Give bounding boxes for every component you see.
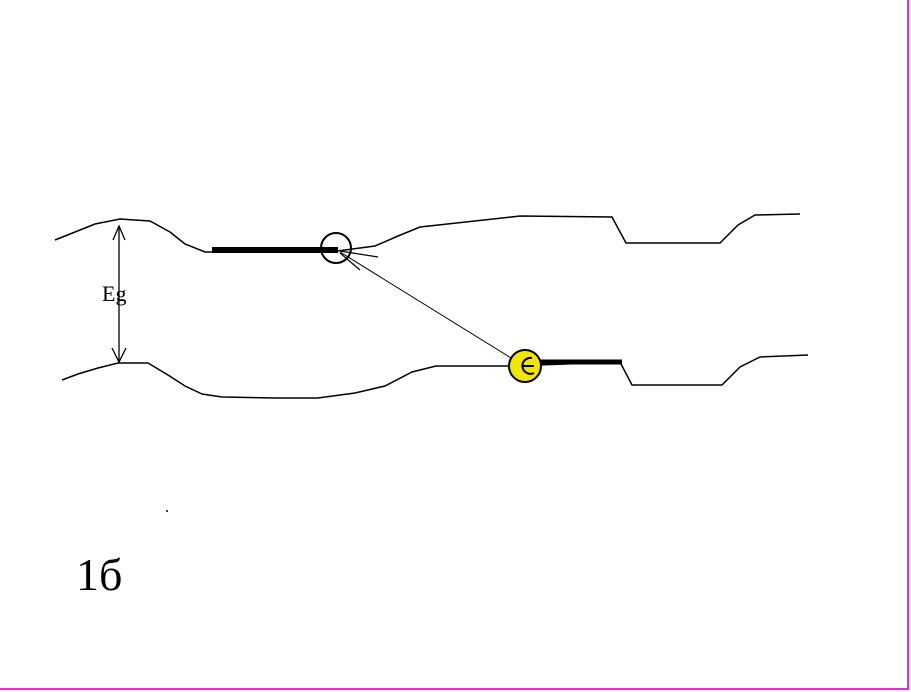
electron-arrow-upper — [339, 250, 379, 258]
transition-line — [339, 251, 525, 367]
figure-label: 1б — [76, 549, 123, 600]
gap-arrow-head-top — [112, 224, 126, 241]
valence-band-edge — [61, 354, 809, 399]
conduction-band-edge — [54, 213, 801, 253]
electron-circle — [320, 232, 352, 264]
electron-arrow-lower — [339, 252, 361, 271]
band-gap-label: Eg — [102, 281, 127, 306]
stray-dot — [166, 510, 168, 512]
gap-arrow-head-bottom — [111, 347, 127, 364]
